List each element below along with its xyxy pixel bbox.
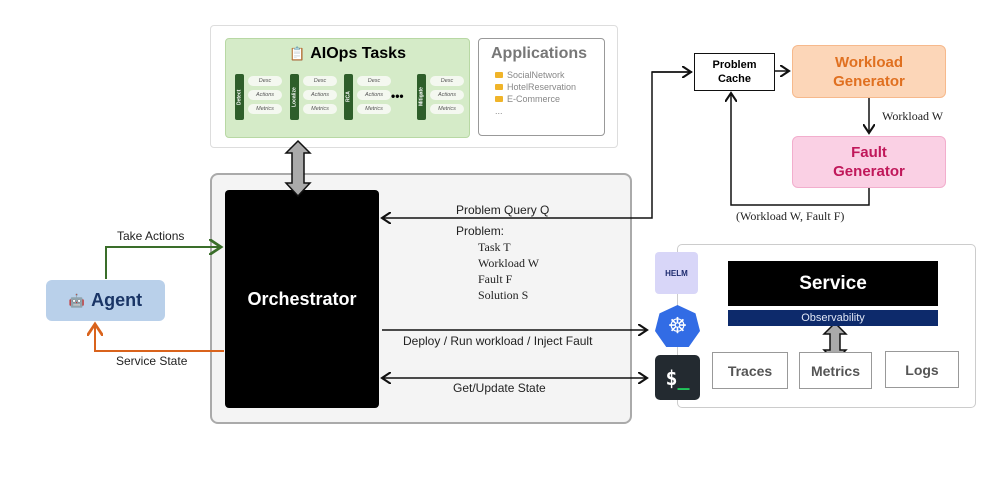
top-panel [210, 25, 618, 148]
task-field-desc: Desc [357, 76, 391, 86]
clipboard-icon: 📋 [289, 46, 306, 61]
agent: 🤖Agent [46, 280, 165, 321]
take-actions-label: Take Actions [117, 229, 185, 243]
applications-title: Applications [491, 45, 588, 62]
metrics-box: Metrics [799, 352, 872, 389]
problem-item: Fault F [478, 272, 513, 286]
problem-item: Solution S [478, 288, 529, 302]
folder-icon [495, 84, 503, 90]
problem-item: Workload W [478, 256, 540, 270]
aiops-tasks-title: AIOps Tasks [310, 45, 406, 62]
helm-icon: HELM [655, 252, 698, 294]
task-field-metrics: Metrics [430, 104, 464, 114]
problem-title: Problem: [456, 224, 505, 238]
terminal-icon: $_ [655, 355, 700, 400]
service-box: Service [728, 261, 938, 306]
workload-fault-label: (Workload W, Fault F) [736, 209, 845, 223]
observability-bar: Observability [728, 310, 938, 326]
tasks-orchestrator-double-arrow [284, 139, 312, 198]
app-item: SocialNetwork [495, 69, 604, 81]
task-field-actions: Actions [303, 90, 337, 100]
deploy-label: Deploy / Run workload / Inject Fault [403, 334, 593, 348]
logs-box: Logs [885, 351, 959, 388]
task-field-desc: Desc [303, 76, 337, 86]
problem-query-arrow [382, 71, 692, 218]
task-field-actions: Actions [430, 90, 464, 100]
problem-item: Task T [478, 240, 511, 254]
task-field-desc: Desc [430, 76, 464, 86]
task-field-metrics: Metrics [303, 104, 337, 114]
robot-icon: 🤖 [68, 292, 86, 308]
workload-w-label: Workload W [882, 109, 944, 123]
app-item: HotelReservation [495, 81, 604, 93]
app-item: E-Commerce [495, 93, 604, 105]
kubernetes-icon: ☸ [655, 305, 700, 347]
task-field-metrics: Metrics [357, 104, 391, 114]
orchestrator: Orchestrator [225, 190, 379, 408]
ellipsis: ••• [391, 89, 404, 103]
traces-box: Traces [712, 352, 788, 389]
service-state-label: Service State [116, 354, 188, 368]
applications-box: Applications SocialNetwork HotelReservat… [478, 38, 605, 136]
task-field-actions: Actions [357, 90, 391, 100]
folder-icon [495, 72, 503, 78]
task-field-desc: Desc [248, 76, 282, 86]
task-field-metrics: Metrics [248, 104, 282, 114]
folder-icon [495, 96, 503, 102]
service-state-arrow [95, 324, 224, 352]
get-update-label: Get/Update State [453, 381, 546, 395]
app-more: ... [495, 106, 503, 116]
task-field-actions: Actions [248, 90, 282, 100]
problem-query-label: Problem Query Q [456, 203, 550, 217]
fault-to-cache-arrow [731, 93, 870, 206]
take-actions-arrow [105, 247, 221, 279]
